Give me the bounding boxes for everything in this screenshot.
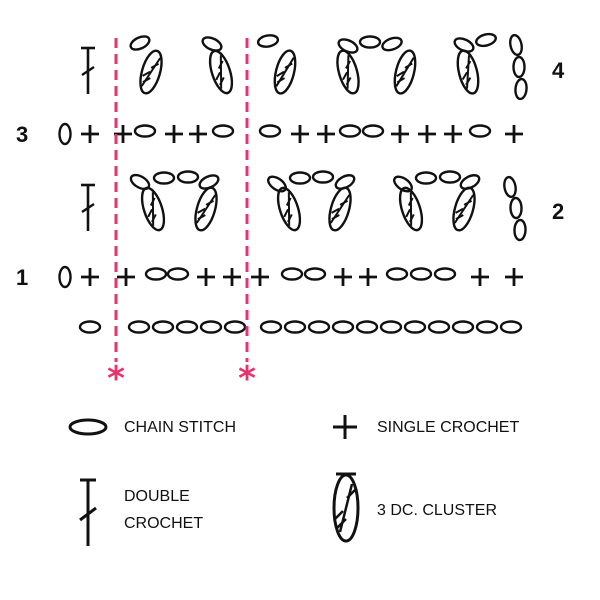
legend-double-crochet-icon bbox=[79, 478, 97, 546]
legend-cluster-icon bbox=[332, 472, 360, 543]
legend-single-crochet-icon bbox=[333, 415, 357, 439]
foundation-chain bbox=[78, 320, 523, 334]
row-3 bbox=[58, 122, 525, 146]
legend-chain-label: CHAIN STITCH bbox=[124, 419, 236, 436]
row-number-4: 4 bbox=[552, 58, 565, 83]
repeat-star-right: * bbox=[238, 359, 256, 399]
row-number-3: 3 bbox=[16, 122, 28, 147]
repeat-markers: * * bbox=[107, 38, 256, 399]
legend-chain-icon bbox=[68, 418, 108, 436]
repeat-star-left: * bbox=[107, 359, 125, 399]
legend-double-crochet-label-2: CROCHET bbox=[124, 515, 204, 532]
legend-double-crochet-label-1: DOUBLE bbox=[124, 488, 190, 505]
row-1 bbox=[58, 265, 525, 289]
row-2 bbox=[79, 170, 528, 242]
row-4 bbox=[79, 30, 529, 101]
row-number-1: 1 bbox=[16, 265, 28, 290]
row-number-2: 2 bbox=[552, 199, 564, 224]
legend-cluster-label: 3 DC. CLUSTER bbox=[377, 502, 498, 519]
legend-single-crochet-label: SINGLE CROCHET bbox=[377, 419, 520, 436]
